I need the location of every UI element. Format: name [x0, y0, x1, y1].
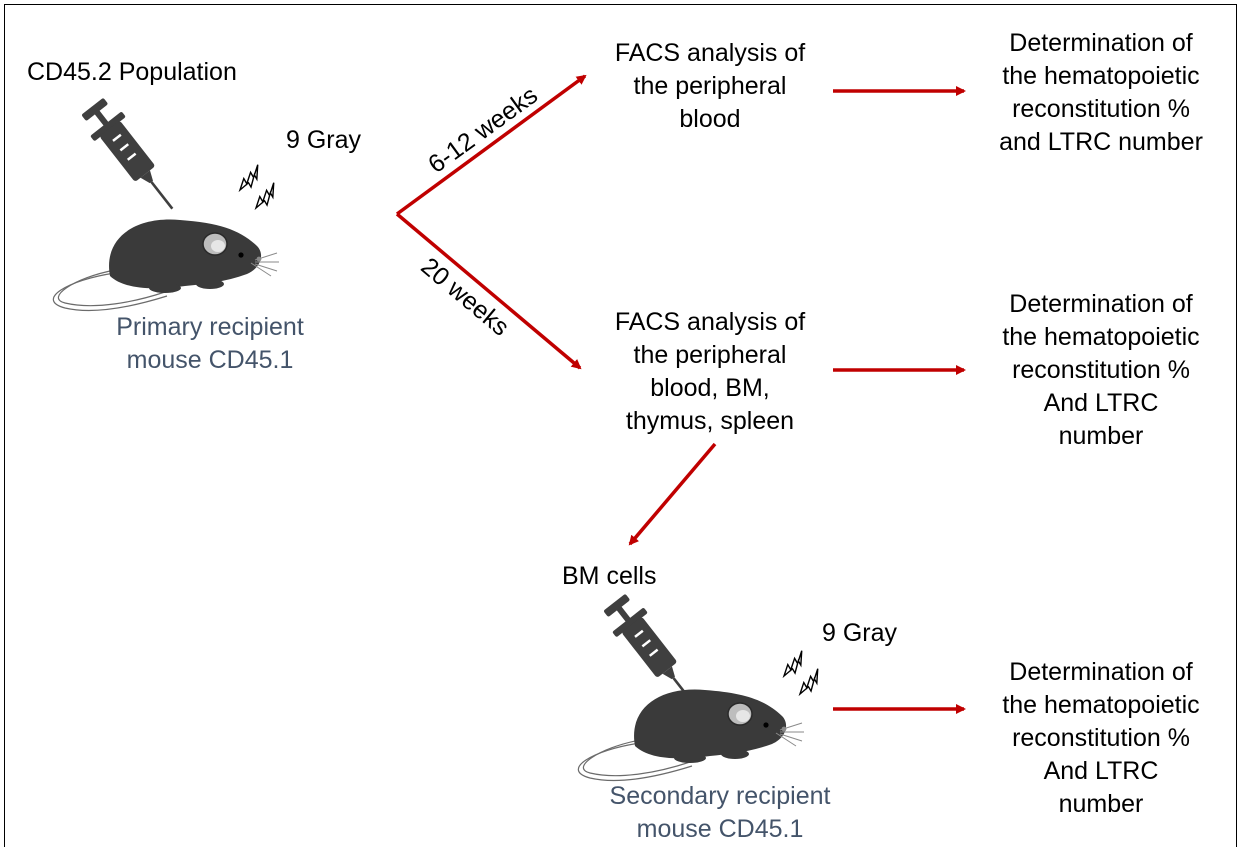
result-top-block: Determination of the hematopoietic recon…: [976, 27, 1226, 159]
facs-top-line: the peripheral: [633, 72, 787, 100]
result-middle-line: Determination of: [1009, 290, 1193, 318]
result-bottom-line: And LTRC: [1043, 757, 1159, 785]
lightning-icon: [776, 650, 811, 680]
result-top-line: Determination of: [1009, 29, 1193, 57]
mouse-icon: [577, 688, 805, 782]
arrow-20-weeks: [395, 212, 582, 370]
result-middle-line: And LTRC: [1043, 389, 1159, 417]
primary-recipient-label: Primary recipient mouse CD45.1: [80, 311, 340, 377]
primary-recipient-line: mouse CD45.1: [126, 346, 294, 374]
secondary-recipient-line: Secondary recipient: [609, 782, 831, 810]
arrow-6-12-weeks: [395, 74, 587, 216]
diagram-frame: [4, 4, 1237, 847]
primary-dose-label: 9 Gray: [286, 126, 362, 154]
result-bottom-block: Determination of the hematopoietic recon…: [976, 656, 1226, 821]
primary-recipient-line: Primary recipient: [116, 313, 304, 341]
result-middle-line: the hematopoietic: [1002, 323, 1200, 351]
result-top-line: the hematopoietic: [1002, 62, 1200, 90]
result-middle-line: number: [1058, 422, 1144, 450]
syringe-icon: [75, 92, 190, 223]
arrow-facs-to-bm: [628, 442, 717, 546]
facs-middle-line: the peripheral: [633, 341, 787, 369]
facs-middle-line: thymus, spleen: [625, 407, 795, 435]
result-middle-block: Determination of the hematopoietic recon…: [976, 288, 1226, 453]
lightning-icon: [792, 668, 827, 698]
lightning-icon: [232, 164, 267, 194]
result-bottom-line: Determination of: [1009, 658, 1193, 686]
facs-middle-line: FACS analysis of: [614, 308, 806, 336]
secondary-dose-label: 9 Gray: [822, 619, 898, 647]
result-bottom-line: the hematopoietic: [1002, 691, 1200, 719]
facs-middle-block: FACS analysis of the peripheral blood, B…: [585, 306, 835, 438]
mouse-icon: [52, 218, 280, 312]
facs-top-line: FACS analysis of: [614, 39, 806, 67]
bm-cells-label: BM cells: [562, 562, 657, 590]
result-middle-line: reconstitution %: [1012, 356, 1190, 384]
lightning-icon: [248, 182, 283, 212]
result-bottom-line: number: [1058, 790, 1144, 818]
result-top-line: reconstitution %: [1012, 95, 1190, 123]
facs-top-block: FACS analysis of the peripheral blood: [585, 37, 835, 136]
result-bottom-line: reconstitution %: [1012, 724, 1190, 752]
facs-top-line: blood: [679, 105, 741, 133]
secondary-recipient-line: mouse CD45.1: [636, 815, 804, 843]
source-population-label: CD45.2 Population: [27, 58, 237, 86]
secondary-recipient-label: Secondary recipient mouse CD45.1: [570, 780, 870, 846]
facs-middle-line: blood, BM,: [650, 374, 770, 402]
result-top-line: and LTRC number: [999, 128, 1203, 156]
